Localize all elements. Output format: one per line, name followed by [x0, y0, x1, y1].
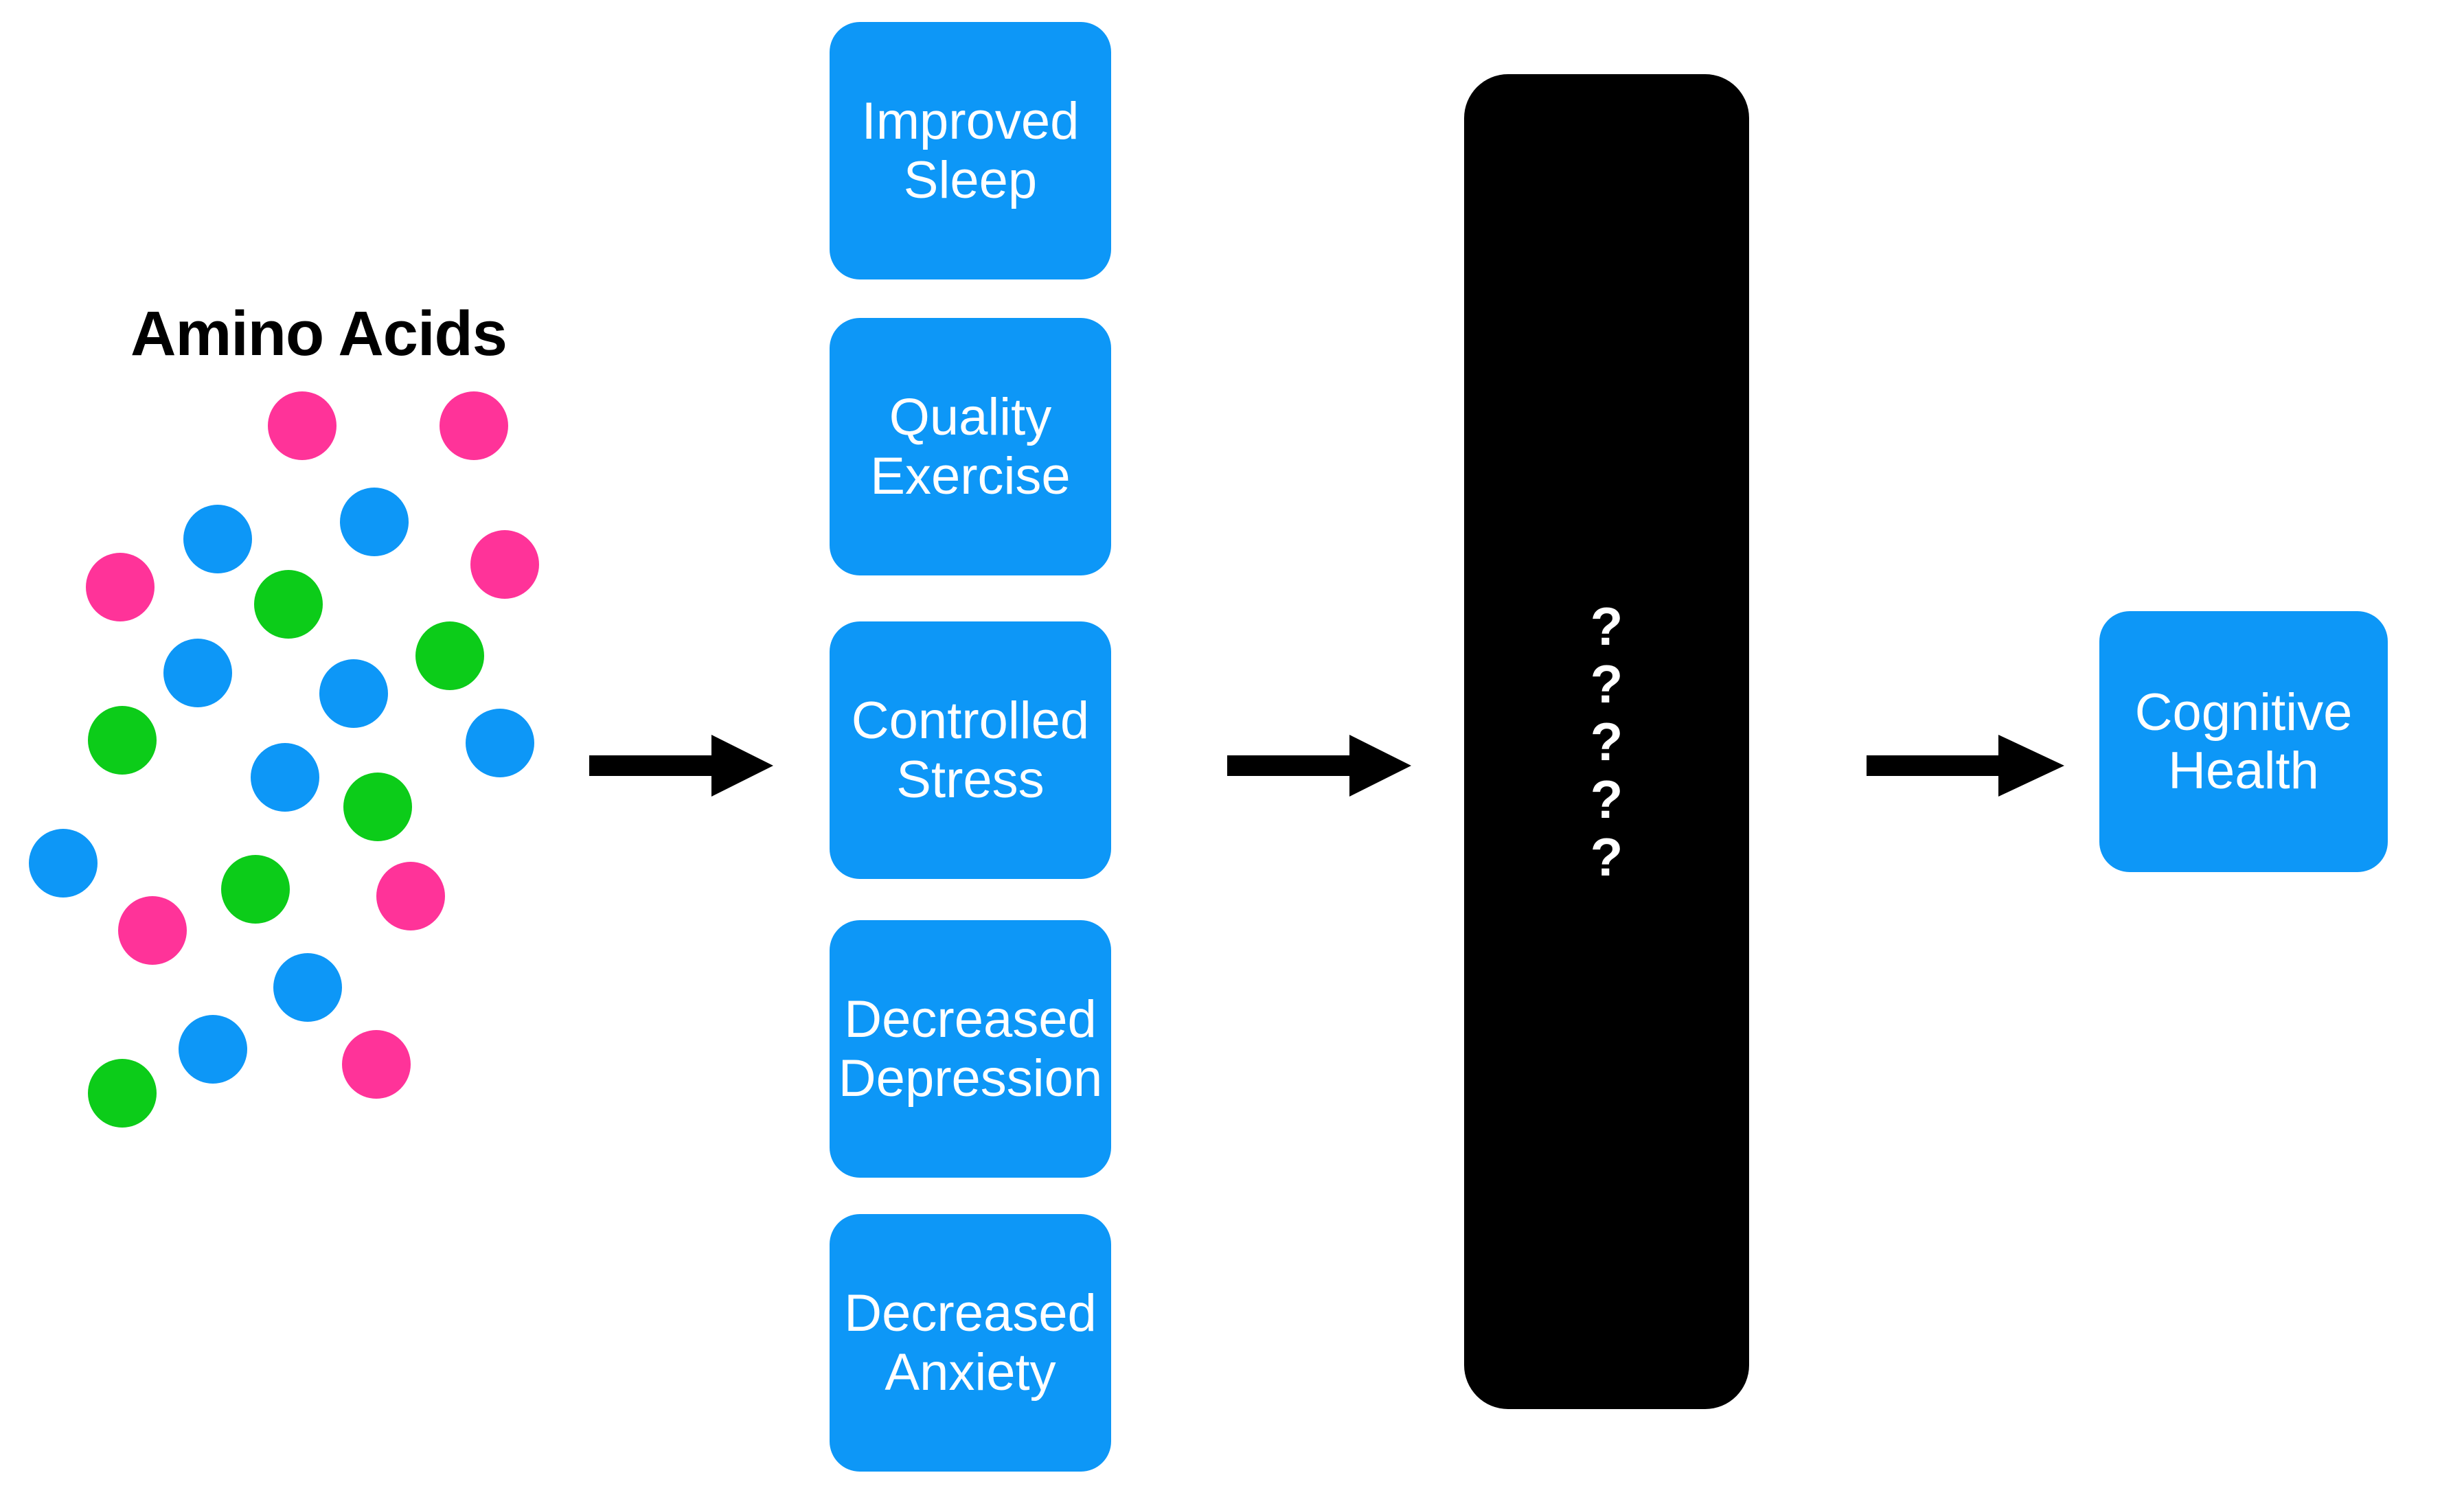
factor-card-text: Quality Exercise [870, 388, 1070, 505]
arrow-aminoacids-to-factors [589, 700, 775, 831]
amino-acid-dot-blue [466, 709, 534, 777]
arrow-right-icon [589, 735, 773, 797]
amino-acid-dot-pink [470, 530, 539, 599]
factor-card-decreased-depression[interactable]: Decreased Depression [830, 920, 1111, 1178]
amino-acid-dot-pink [86, 553, 155, 621]
amino-acid-dot-pink [376, 862, 445, 930]
arrow-unknown-to-outcome [1867, 700, 2066, 831]
amino-acid-dot-pink [268, 391, 336, 460]
factor-card-quality-exercise[interactable]: Quality Exercise [830, 318, 1111, 575]
factor-line-2: Anxiety [885, 1342, 1056, 1402]
factor-line-1: Decreased [844, 1284, 1097, 1343]
amino-acid-dot-green [221, 855, 290, 924]
question-mark-icon: ? [1590, 595, 1623, 656]
factor-card-text: Decreased Anxiety [844, 1284, 1097, 1401]
factor-line-1: Quality [889, 388, 1052, 447]
factor-card-controlled-stress[interactable]: Controlled Stress [830, 621, 1111, 879]
factor-card-improved-sleep[interactable]: Improved Sleep [830, 22, 1111, 279]
outcome-line-1: Cognitive [2134, 683, 2353, 742]
question-mark-stack: ? ? ? ? ? [1590, 595, 1623, 888]
amino-acid-dot-pink [342, 1030, 411, 1099]
factor-line-2: Sleep [903, 150, 1038, 209]
amino-acids-label: Amino Acids [130, 299, 507, 369]
arrow-right-icon [1227, 735, 1411, 797]
factor-card-decreased-anxiety[interactable]: Decreased Anxiety [830, 1214, 1111, 1472]
amino-acid-dot-blue [340, 488, 409, 556]
arrow-right-icon [1867, 735, 2064, 797]
outcome-line-2: Health [2168, 742, 2319, 800]
amino-acid-dot-green [88, 706, 157, 775]
unknown-mechanism-box[interactable]: ? ? ? ? ? [1464, 74, 1749, 1409]
question-mark-icon: ? [1590, 653, 1623, 714]
amino-acid-dot-blue [183, 505, 252, 573]
question-mark-icon: ? [1590, 827, 1623, 888]
factor-card-text: Improved Sleep [862, 92, 1080, 209]
factor-card-text: Controlled Stress [852, 691, 1089, 808]
amino-acid-dot-green [88, 1059, 157, 1128]
factor-line-1: Improved [861, 92, 1080, 151]
amino-acid-dot-blue [179, 1015, 247, 1084]
question-mark-icon: ? [1590, 711, 1623, 772]
outcome-card-cognitive-health[interactable]: Cognitive Health [2099, 611, 2388, 872]
amino-acid-dot-pink [440, 391, 508, 460]
amino-acid-dot-green [254, 570, 323, 639]
amino-acid-dot-pink [118, 896, 187, 965]
factor-line-2: Depression [838, 1049, 1103, 1108]
amino-acid-dot-green [343, 773, 412, 841]
outcome-card-text: Cognitive Health [2135, 683, 2353, 800]
amino-acid-dot-blue [273, 953, 342, 1022]
question-mark-icon: ? [1590, 769, 1623, 830]
factor-line-2: Stress [896, 750, 1045, 809]
amino-acid-dot-blue [319, 659, 388, 728]
factor-line-2: Exercise [870, 446, 1071, 505]
amino-acid-dot-blue [29, 829, 98, 898]
factor-line-1: Controlled [851, 691, 1090, 751]
amino-acid-dot-blue [163, 639, 232, 707]
amino-acids-group: Amino Acids [0, 0, 618, 1167]
factor-line-1: Decreased [844, 990, 1097, 1049]
amino-acid-dot-green [415, 621, 484, 690]
factor-card-text: Decreased Depression [839, 990, 1102, 1107]
amino-acid-dot-blue [251, 743, 319, 812]
arrow-factors-to-unknown [1227, 700, 1413, 831]
